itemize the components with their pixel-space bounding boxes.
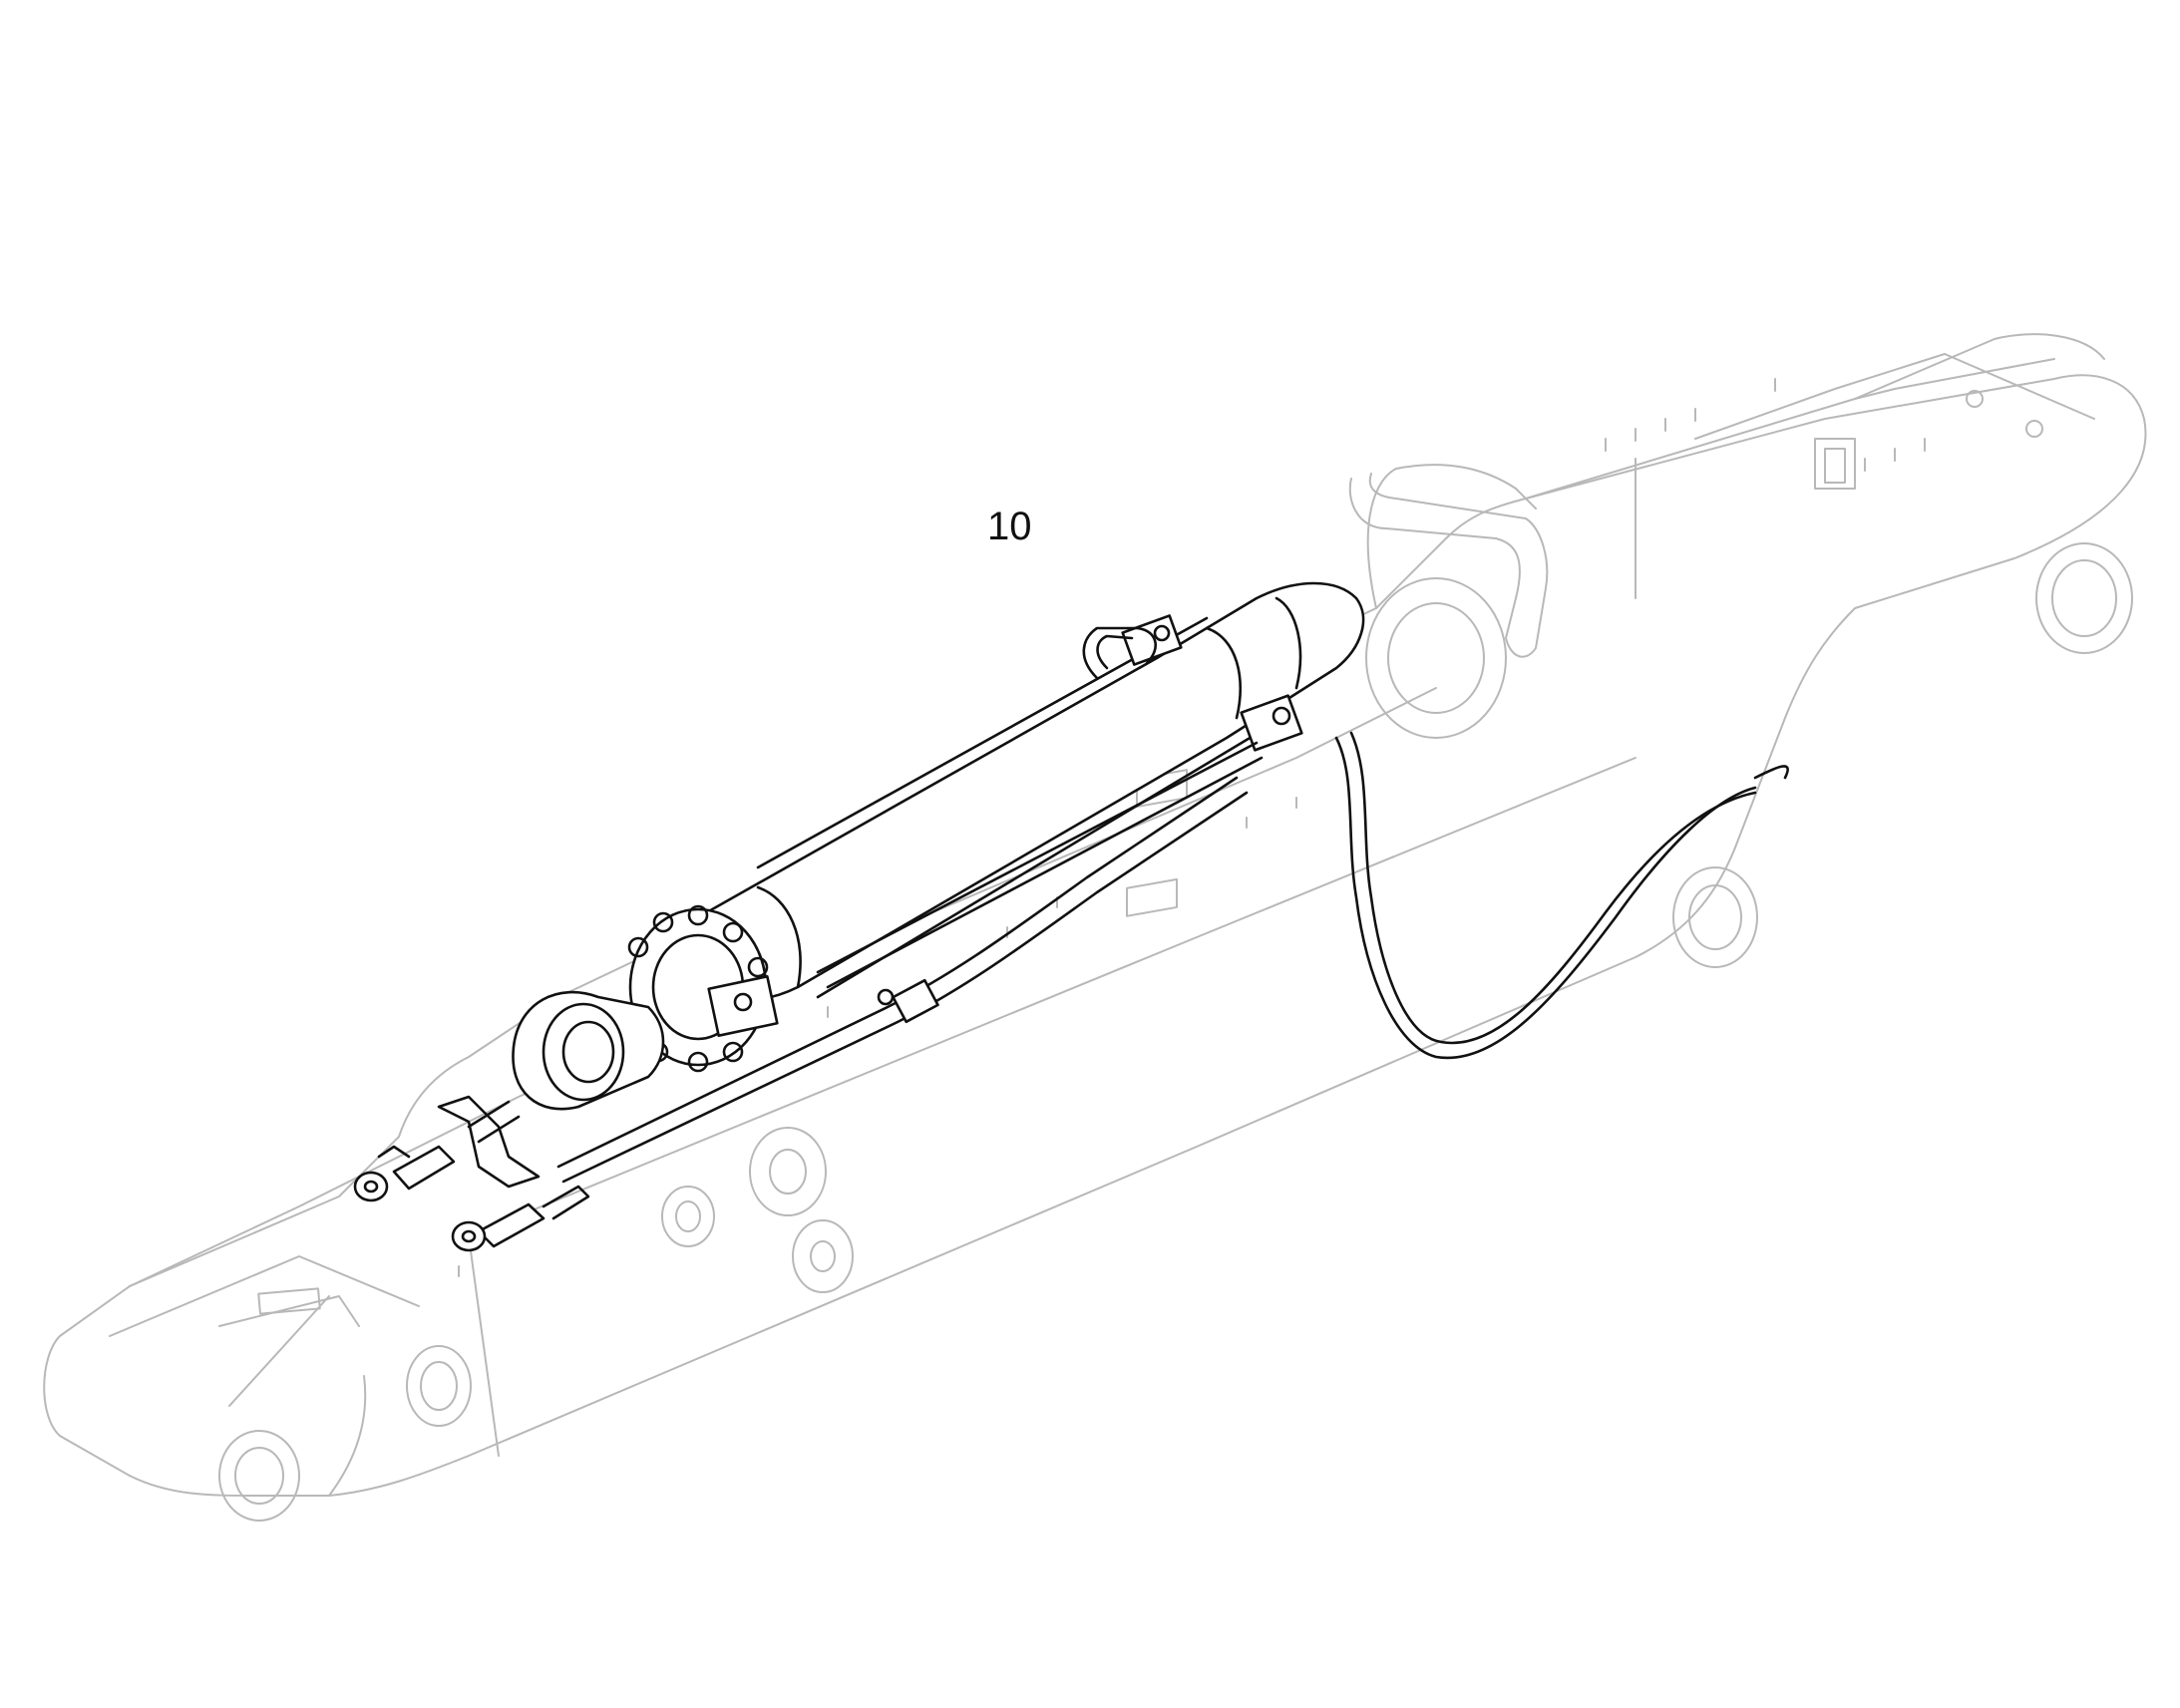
pin-boss-nose bbox=[218, 1430, 300, 1522]
pipe-clamp bbox=[892, 978, 939, 1024]
callout-label-10: 10 bbox=[987, 505, 1032, 548]
pin-boss-front bbox=[406, 1345, 472, 1427]
valve-block-head bbox=[707, 974, 779, 1038]
disc-3 bbox=[792, 1219, 854, 1293]
pin-boss-upper bbox=[2035, 542, 2133, 654]
pin-boss-rear bbox=[1365, 577, 1507, 739]
flex-hose-right bbox=[1334, 736, 1757, 1060]
pad-lower bbox=[1126, 877, 1178, 917]
boom-body-outline bbox=[43, 374, 2147, 1497]
flex-hose-end bbox=[1753, 765, 1789, 780]
cylinder-barrel bbox=[689, 581, 1365, 1002]
nose-frame bbox=[109, 1255, 420, 1337]
rod-eye bbox=[512, 990, 665, 1111]
disc-1 bbox=[661, 1186, 715, 1247]
rear-pipe-loop bbox=[1082, 626, 1157, 680]
top-bracket bbox=[1348, 473, 1549, 658]
nose-bracket bbox=[437, 1095, 541, 1189]
hose-fitting-1 bbox=[392, 1145, 456, 1191]
hose-fitting-2 bbox=[477, 1202, 545, 1248]
rigid-pipe-upper bbox=[816, 741, 1264, 989]
pin-boss-mid bbox=[1672, 866, 1758, 968]
boom-front-face bbox=[468, 1235, 500, 1457]
boom-cylinder-assembly bbox=[353, 581, 1789, 1252]
disc-2 bbox=[749, 1127, 827, 1216]
boom-structure bbox=[43, 333, 2147, 1522]
boom-upper-arm bbox=[1366, 464, 1537, 609]
